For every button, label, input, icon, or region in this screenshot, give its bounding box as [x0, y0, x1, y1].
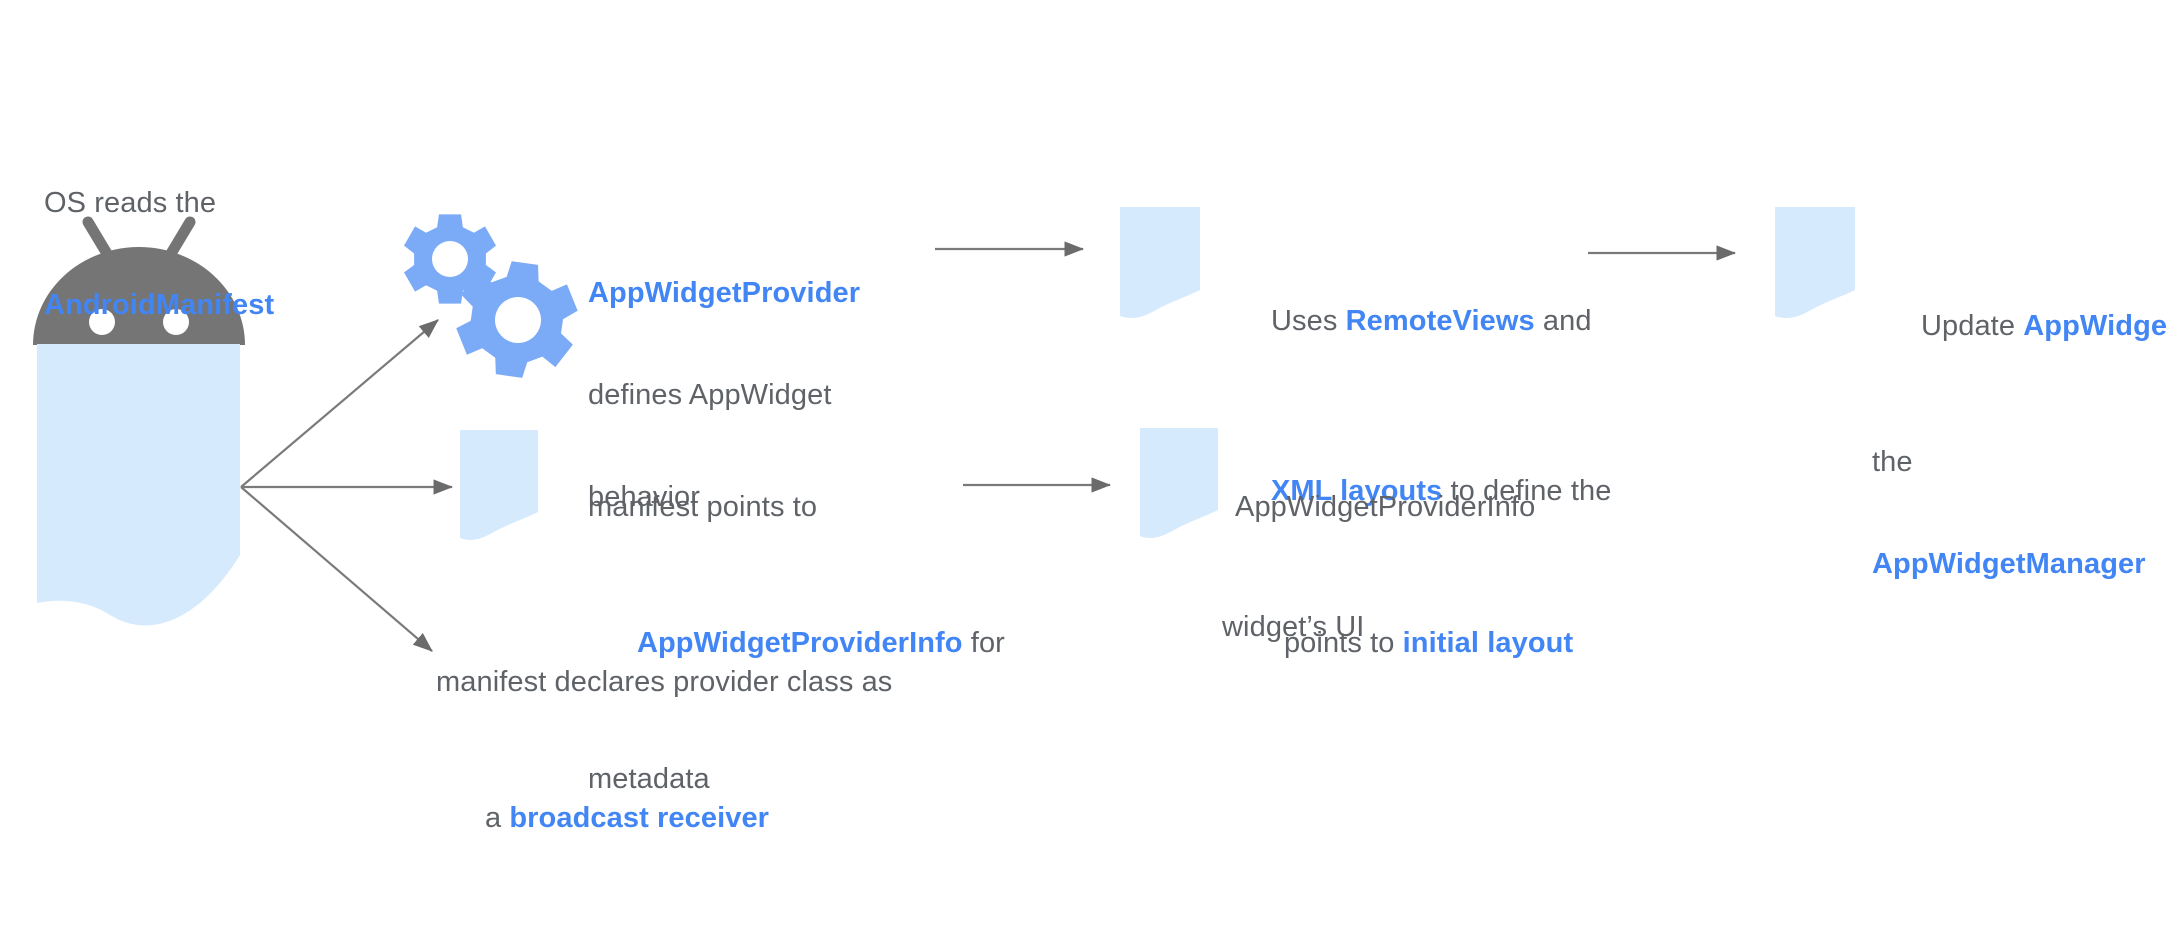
text-line: manifest declares provider class as — [436, 666, 893, 698]
text-emphasis-remoteviews: RemoteViews — [1345, 305, 1535, 337]
label-remoteviews-xml-layouts: Uses RemoteViews and XML layouts to defi… — [1222, 202, 1611, 712]
label-manifest-declares-broadcast-receiver: manifest declares provider class as a br… — [436, 597, 892, 937]
text-line: OS reads the — [44, 187, 217, 219]
text-line: widget’s UI — [1222, 611, 1365, 643]
text-line: points to — [1283, 627, 1403, 659]
diagram-graphics-layer — [33, 207, 1855, 652]
text-emphasis-broadcast-receiver: broadcast receiver — [509, 802, 770, 834]
text-line: to define the — [1442, 475, 1612, 507]
text-emphasis-appwidgetproviderinfo: AppWidgetProviderInfo — [636, 627, 963, 659]
label-manifest-points-to-providerinfo: manifest points to AppWidgetProviderInfo… — [588, 422, 1005, 864]
text-emphasis-appwidgetmanager: AppWidgetManager — [1872, 548, 2146, 580]
text-emphasis-xml-layouts: XML layouts — [1270, 475, 1443, 507]
text-line: defines AppWidget — [588, 379, 832, 411]
text-line: Update — [1920, 310, 2024, 342]
label-update-appwidget-manager: Update AppWidget via the AppWidgetManage… — [1872, 207, 2166, 649]
gears-icon — [404, 214, 578, 378]
label-os-reads-manifest: OS reads the AndroidManifest — [44, 118, 274, 390]
label-appwidget-provider: AppWidgetProvider defines AppWidget beha… — [588, 208, 860, 582]
text-line: the — [1872, 446, 1913, 478]
connector-manifest-to-broadcast — [240, 486, 433, 652]
text-line: Uses — [1270, 305, 1346, 337]
text-line: and — [1534, 305, 1592, 337]
text-line: metadata — [588, 763, 710, 795]
document-icon-remoteviews — [1120, 207, 1200, 318]
document-icon-initial-layout — [1140, 428, 1218, 538]
text-emphasis-androidmanifest: AndroidManifest — [44, 289, 275, 321]
text-emphasis-appwidget: AppWidget — [2023, 310, 2166, 342]
text-emphasis-initial-layout: initial layout — [1402, 627, 1574, 659]
document-icon-update-appwidget — [1775, 207, 1855, 318]
text-line: manifest points to — [588, 491, 818, 523]
text-line: AppWidgetProviderInfo — [1235, 491, 1536, 523]
text-line: for — [962, 627, 1005, 659]
label-providerinfo-points-to-initial-layout: AppWidgetProviderInfo points to initial … — [1235, 422, 1573, 762]
text-line: behavior — [588, 481, 701, 513]
document-icon-providerinfo — [460, 430, 538, 540]
diagram-canvas: OS reads the AndroidManifest AppWidgetPr… — [33, 118, 2166, 864]
text-line: a — [484, 802, 510, 834]
text-emphasis-appwidgetprovider: AppWidgetProvider — [588, 277, 861, 309]
